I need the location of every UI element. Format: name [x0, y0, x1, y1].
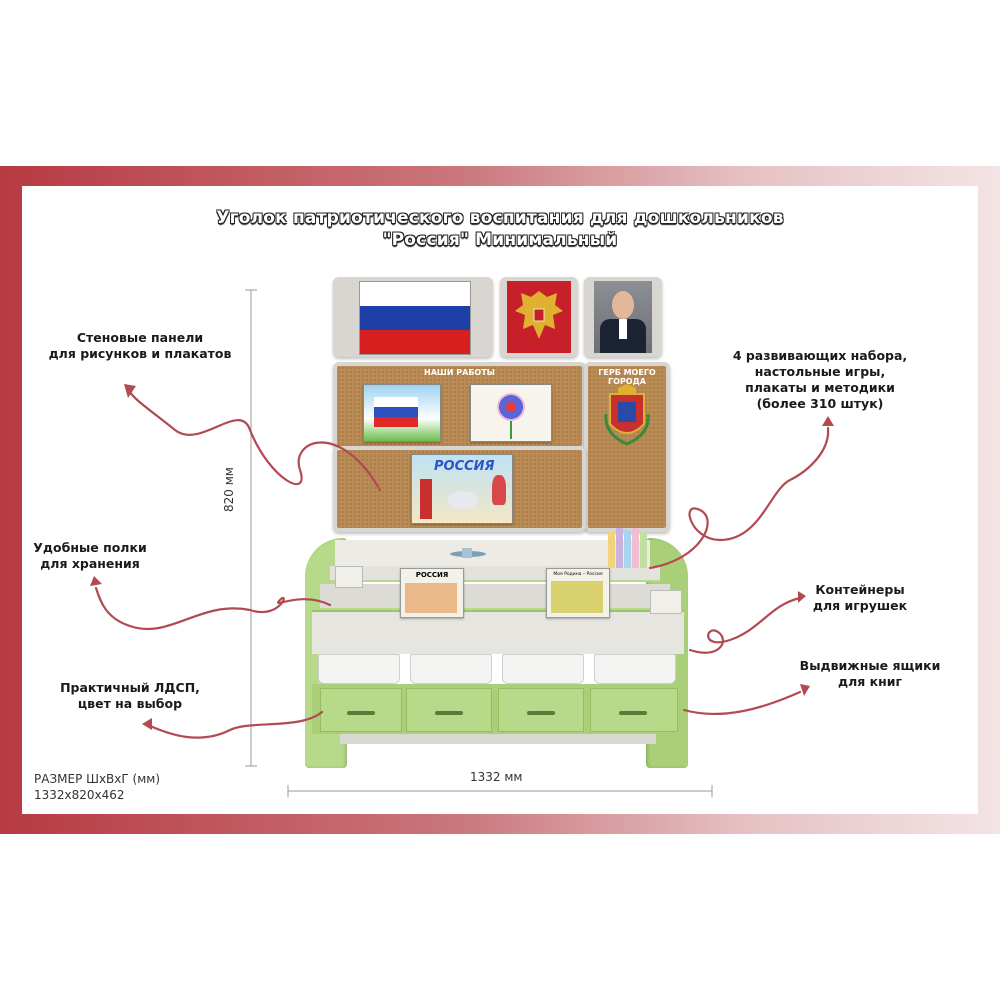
callout-material-line2: цвет на выбор — [77, 696, 183, 711]
coat-of-arms-title: ГЕРБ МОЕГО ГОРОДА — [598, 368, 656, 386]
size-value: 1332x820x462 — [34, 788, 125, 802]
callout-material-line1: Практичный ЛДСП, — [60, 680, 200, 695]
drawing-flower — [470, 384, 552, 442]
container-3 — [502, 654, 584, 684]
callout-sets-line3: плакаты и методики — [745, 380, 895, 395]
coat-of-arms-icon — [507, 281, 571, 353]
drawer-4[interactable] — [590, 688, 678, 732]
books-right-stack — [650, 590, 682, 614]
width-dimension: 1332 мм — [470, 770, 523, 784]
callout-sets-line1: 4 развивающих набора, — [732, 348, 908, 363]
toy-airplane-icon — [446, 545, 490, 559]
books-left-stack — [335, 566, 363, 588]
book-russia: РОССИЯ — [400, 568, 464, 618]
callout-shelves-line2: для хранения — [40, 556, 140, 571]
drawing-panel: РОССИЯ — [333, 446, 586, 532]
drawing-russia-text: РОССИЯ — [434, 459, 495, 474]
callout-shelves-line1: Удобные полки — [33, 540, 147, 555]
callout-containers-line1: Контейнеры — [815, 582, 905, 597]
callout-sets-line4: (более 310 штук) — [756, 396, 884, 411]
portrait-panel — [584, 277, 662, 357]
page-title-line1: Уголок патриотического воспитания для до… — [216, 208, 784, 228]
flag-panel — [333, 277, 493, 357]
our-works-panel: НАШИ РАБОТЫ — [333, 362, 586, 450]
callout-drawers-line1: Выдвижные ящики — [799, 658, 941, 673]
callout-drawers-line2: для книг — [837, 674, 903, 689]
drawer-2[interactable] — [406, 688, 492, 732]
drawing-russia: РОССИЯ — [411, 454, 513, 524]
our-works-title: НАШИ РАБОТЫ — [424, 368, 495, 377]
book-russia-title: РОССИЯ — [415, 571, 449, 579]
container-2 — [410, 654, 492, 684]
container-4 — [594, 654, 676, 684]
binders — [608, 528, 648, 568]
callout-containers-line2: для игрушек — [812, 598, 908, 613]
callout-wall-panels-line1: Стеновые панели — [76, 330, 204, 345]
city-emblem-icon — [604, 384, 650, 446]
book-motherland: Моя Родина – Россия — [546, 568, 610, 618]
callout-containers: Контейнеры для игрушек — [790, 582, 930, 614]
size-label: РАЗМЕР ШхВхГ (мм) — [34, 772, 160, 786]
drawer-3[interactable] — [498, 688, 584, 732]
callout-sets-line2: настольные игры, — [754, 364, 886, 379]
shelf-front — [312, 610, 684, 654]
emblem-panel — [500, 277, 578, 357]
russian-flag — [359, 281, 471, 355]
cabinet-base — [340, 734, 656, 744]
container-1 — [318, 654, 400, 684]
drawer-1[interactable] — [320, 688, 402, 732]
coat-of-arms-panel: ГЕРБ МОЕГО ГОРОДА — [584, 362, 670, 532]
callout-wall-panels: Стеновые панели для рисунков и плакатов — [40, 330, 240, 362]
callout-sets: 4 развивающих набора, настольные игры, п… — [720, 348, 920, 412]
drawing-flag — [363, 384, 441, 442]
callout-wall-panels-line2: для рисунков и плакатов — [48, 346, 232, 361]
page-title-line2: "Россия" Минимальный — [382, 230, 618, 250]
cabinet-back — [335, 540, 650, 570]
callout-drawers: Выдвижные ящики для книг — [790, 658, 950, 690]
shelf-tier-2 — [320, 584, 670, 610]
callout-shelves: Удобные полки для хранения — [20, 540, 160, 572]
portrait-image — [594, 281, 652, 353]
book-motherland-title: Моя Родина – Россия — [553, 572, 603, 577]
height-value: 820 мм — [222, 467, 236, 512]
height-dimension: 820 мм — [222, 452, 236, 512]
callout-material: Практичный ЛДСП, цвет на выбор — [50, 680, 210, 712]
